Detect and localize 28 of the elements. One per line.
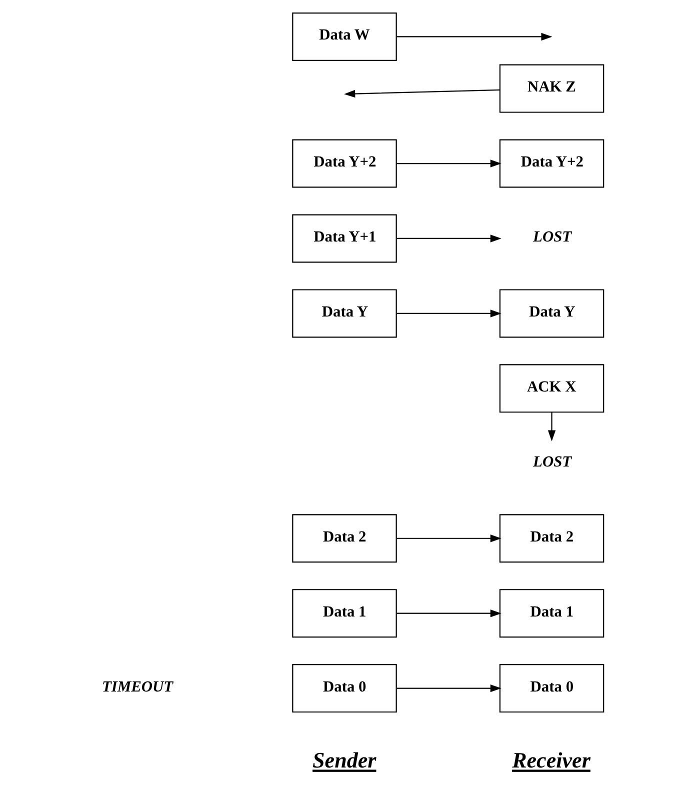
arrow: [396, 609, 502, 618]
label: Sender: [312, 748, 376, 773]
arrow: [396, 684, 502, 692]
node-box: Data 1: [292, 589, 397, 638]
node-box: Data W: [292, 12, 397, 61]
node-box: Data Y+2: [499, 139, 604, 188]
arrow: [548, 412, 556, 442]
node-box: Data Y+2: [292, 139, 397, 188]
arrow: [396, 310, 502, 318]
node-box: Data 2: [499, 514, 604, 563]
node-box: Data Y: [499, 289, 604, 338]
node-box: Data 0: [292, 664, 397, 713]
node-box: ACK X: [499, 364, 604, 413]
node-box: Data 1: [499, 589, 604, 638]
arrow: [396, 534, 502, 542]
node-text: LOST: [533, 453, 572, 470]
node-box: Data Y+1: [292, 214, 397, 263]
arrow: [344, 89, 500, 98]
arrow: [396, 160, 502, 168]
arrow: [396, 32, 552, 41]
node-box: Data 2: [292, 514, 397, 563]
label: Receiver: [512, 748, 590, 773]
node-box: Data Y: [292, 289, 397, 338]
node-box: NAK Z: [499, 64, 604, 113]
arrow: [396, 234, 502, 242]
node-text: LOST: [533, 228, 572, 246]
label: TIMEOUT: [102, 678, 174, 696]
node-box: Data 0: [499, 664, 604, 713]
